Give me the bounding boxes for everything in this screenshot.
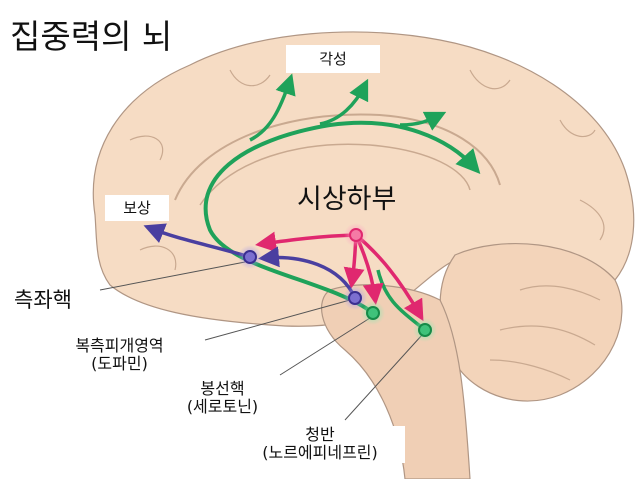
label-vta-neurotransmitter: (도파민) [91, 354, 148, 374]
locus-coeruleus-node [418, 323, 432, 337]
arousal-pathway [203, 120, 481, 315]
label-hypothalamus: 시상하부 [297, 184, 397, 215]
nucleus-accumbens-node [243, 250, 257, 264]
leader-lines [99, 261, 423, 421]
label-raphe-neurotransmitter: (세로토닌) [186, 397, 259, 417]
label-vta-name: 복측피개영역 [75, 336, 164, 355]
label-arousal: 각성 [286, 45, 380, 73]
label-raphe: 봉선핵 (세로토닌) [170, 379, 275, 417]
label-locus-coeruleus-name: 청반 [305, 425, 335, 444]
diagram-title: 집중력의 뇌 [10, 17, 173, 56]
label-reward: 보상 [105, 195, 169, 221]
raphe-node [366, 306, 380, 320]
label-locus-coeruleus: 청반 (노르에피네프린) [235, 425, 405, 463]
cerebellum [439, 242, 623, 402]
label-nucleus-accumbens: 측좌핵 [14, 288, 72, 312]
label-raphe-name: 봉선핵 [200, 379, 245, 398]
hypothalamus-node [349, 228, 363, 242]
label-vta: 복측피개영역 (도파민) [52, 336, 187, 374]
reward-pathway [143, 223, 251, 259]
label-locus-coeruleus-neurotransmitter: (노르에피네프린) [262, 443, 378, 463]
vta-node [348, 291, 362, 305]
